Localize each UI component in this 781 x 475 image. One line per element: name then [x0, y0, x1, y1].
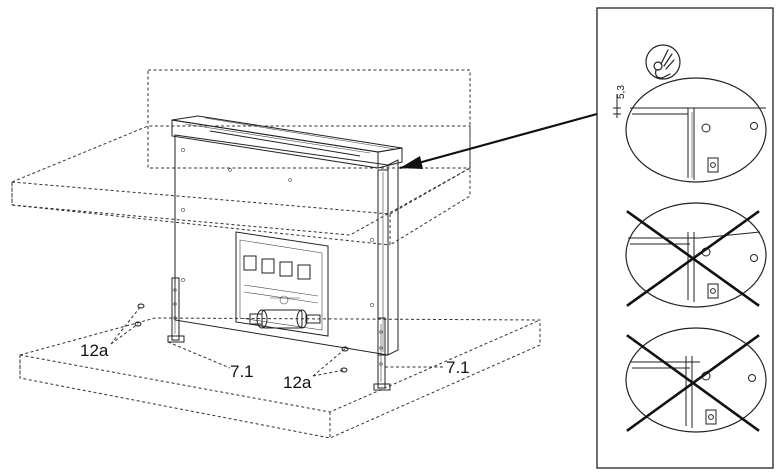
downdraft-unit — [171, 115, 403, 356]
label-bracket-right: 7.1 — [446, 358, 470, 377]
detail-view-incorrect-1 — [625, 202, 767, 308]
label-screws-right: 12a — [283, 373, 312, 392]
detail-view-incorrect-2 — [625, 327, 767, 433]
dimension-label: 5,3 — [616, 85, 627, 99]
ok-hand-icon — [645, 44, 681, 80]
screws-right — [340, 346, 349, 373]
detail-panel: 5,3 — [596, 7, 774, 469]
dimension-marker: 5,3 — [613, 85, 627, 118]
pointer-arrow — [399, 112, 598, 170]
detail-view-correct: 5,3 — [613, 77, 767, 183]
lower-base — [19, 317, 541, 439]
label-screws-left: 12a — [80, 341, 109, 360]
upper-worktop — [11, 69, 471, 246]
bracket-right — [373, 317, 391, 391]
bracket-left — [167, 277, 185, 343]
screws-left — [134, 303, 145, 327]
label-bracket-left: 7.1 — [230, 362, 254, 381]
leader-lines — [110, 305, 445, 377]
